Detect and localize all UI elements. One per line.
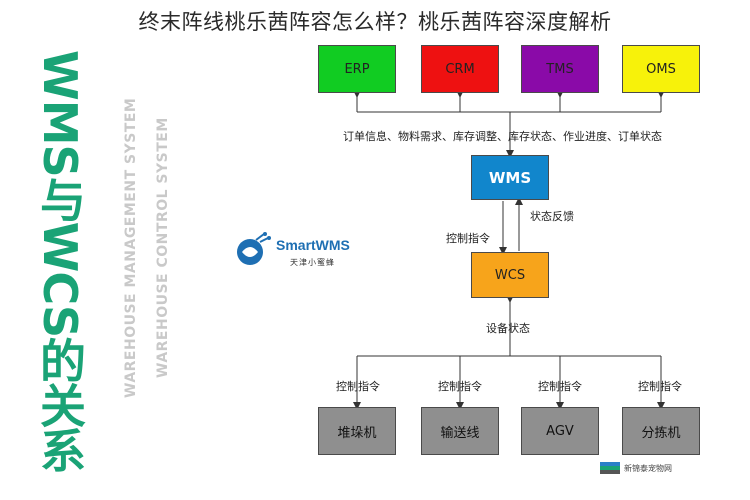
crm-box: CRM <box>421 45 499 93</box>
watermark-text: 新锦泰宠物网 <box>624 463 672 473</box>
wcs-box: WCS <box>471 252 549 298</box>
bee-logo-icon <box>237 232 271 265</box>
device-command-label: 控制指令 <box>336 380 380 393</box>
logo-tagline: 天津小蜜蜂 <box>290 258 335 267</box>
side-main-title: WMS与WCS的关系 <box>33 50 87 473</box>
oms-box: OMS <box>622 45 700 93</box>
wms-box: WMS <box>471 155 549 200</box>
logo-brand: SmartWMS <box>276 237 350 253</box>
device-status-label: 设备状态 <box>486 322 530 335</box>
page-title: 终末阵线桃乐茜阵容怎么样？桃乐茜阵容深度解析 <box>138 10 612 34</box>
agv-box: AGV <box>521 407 599 455</box>
sorter-box: 分拣机 <box>622 407 700 455</box>
device-command-label: 控制指令 <box>638 380 682 393</box>
stacker-crane-box: 堆垛机 <box>318 407 396 455</box>
device-command-label: 控制指令 <box>438 380 482 393</box>
watermark-logo-icon <box>600 462 620 474</box>
smartwms-logo: SmartWMS 天津小蜜蜂 <box>232 228 372 276</box>
control-command-label: 控制指令 <box>446 232 490 245</box>
device-command-label: 控制指令 <box>538 380 582 393</box>
tms-box: TMS <box>521 45 599 93</box>
info-flow-label: 订单信息、物料需求、库存调整、库存状态、作业进度、订单状态 <box>343 130 662 143</box>
status-feedback-label: 状态反馈 <box>530 210 574 223</box>
conveyor-box: 输送线 <box>421 407 499 455</box>
watermark: 新锦泰宠物网 <box>600 462 672 474</box>
erp-box: ERP <box>318 45 396 93</box>
